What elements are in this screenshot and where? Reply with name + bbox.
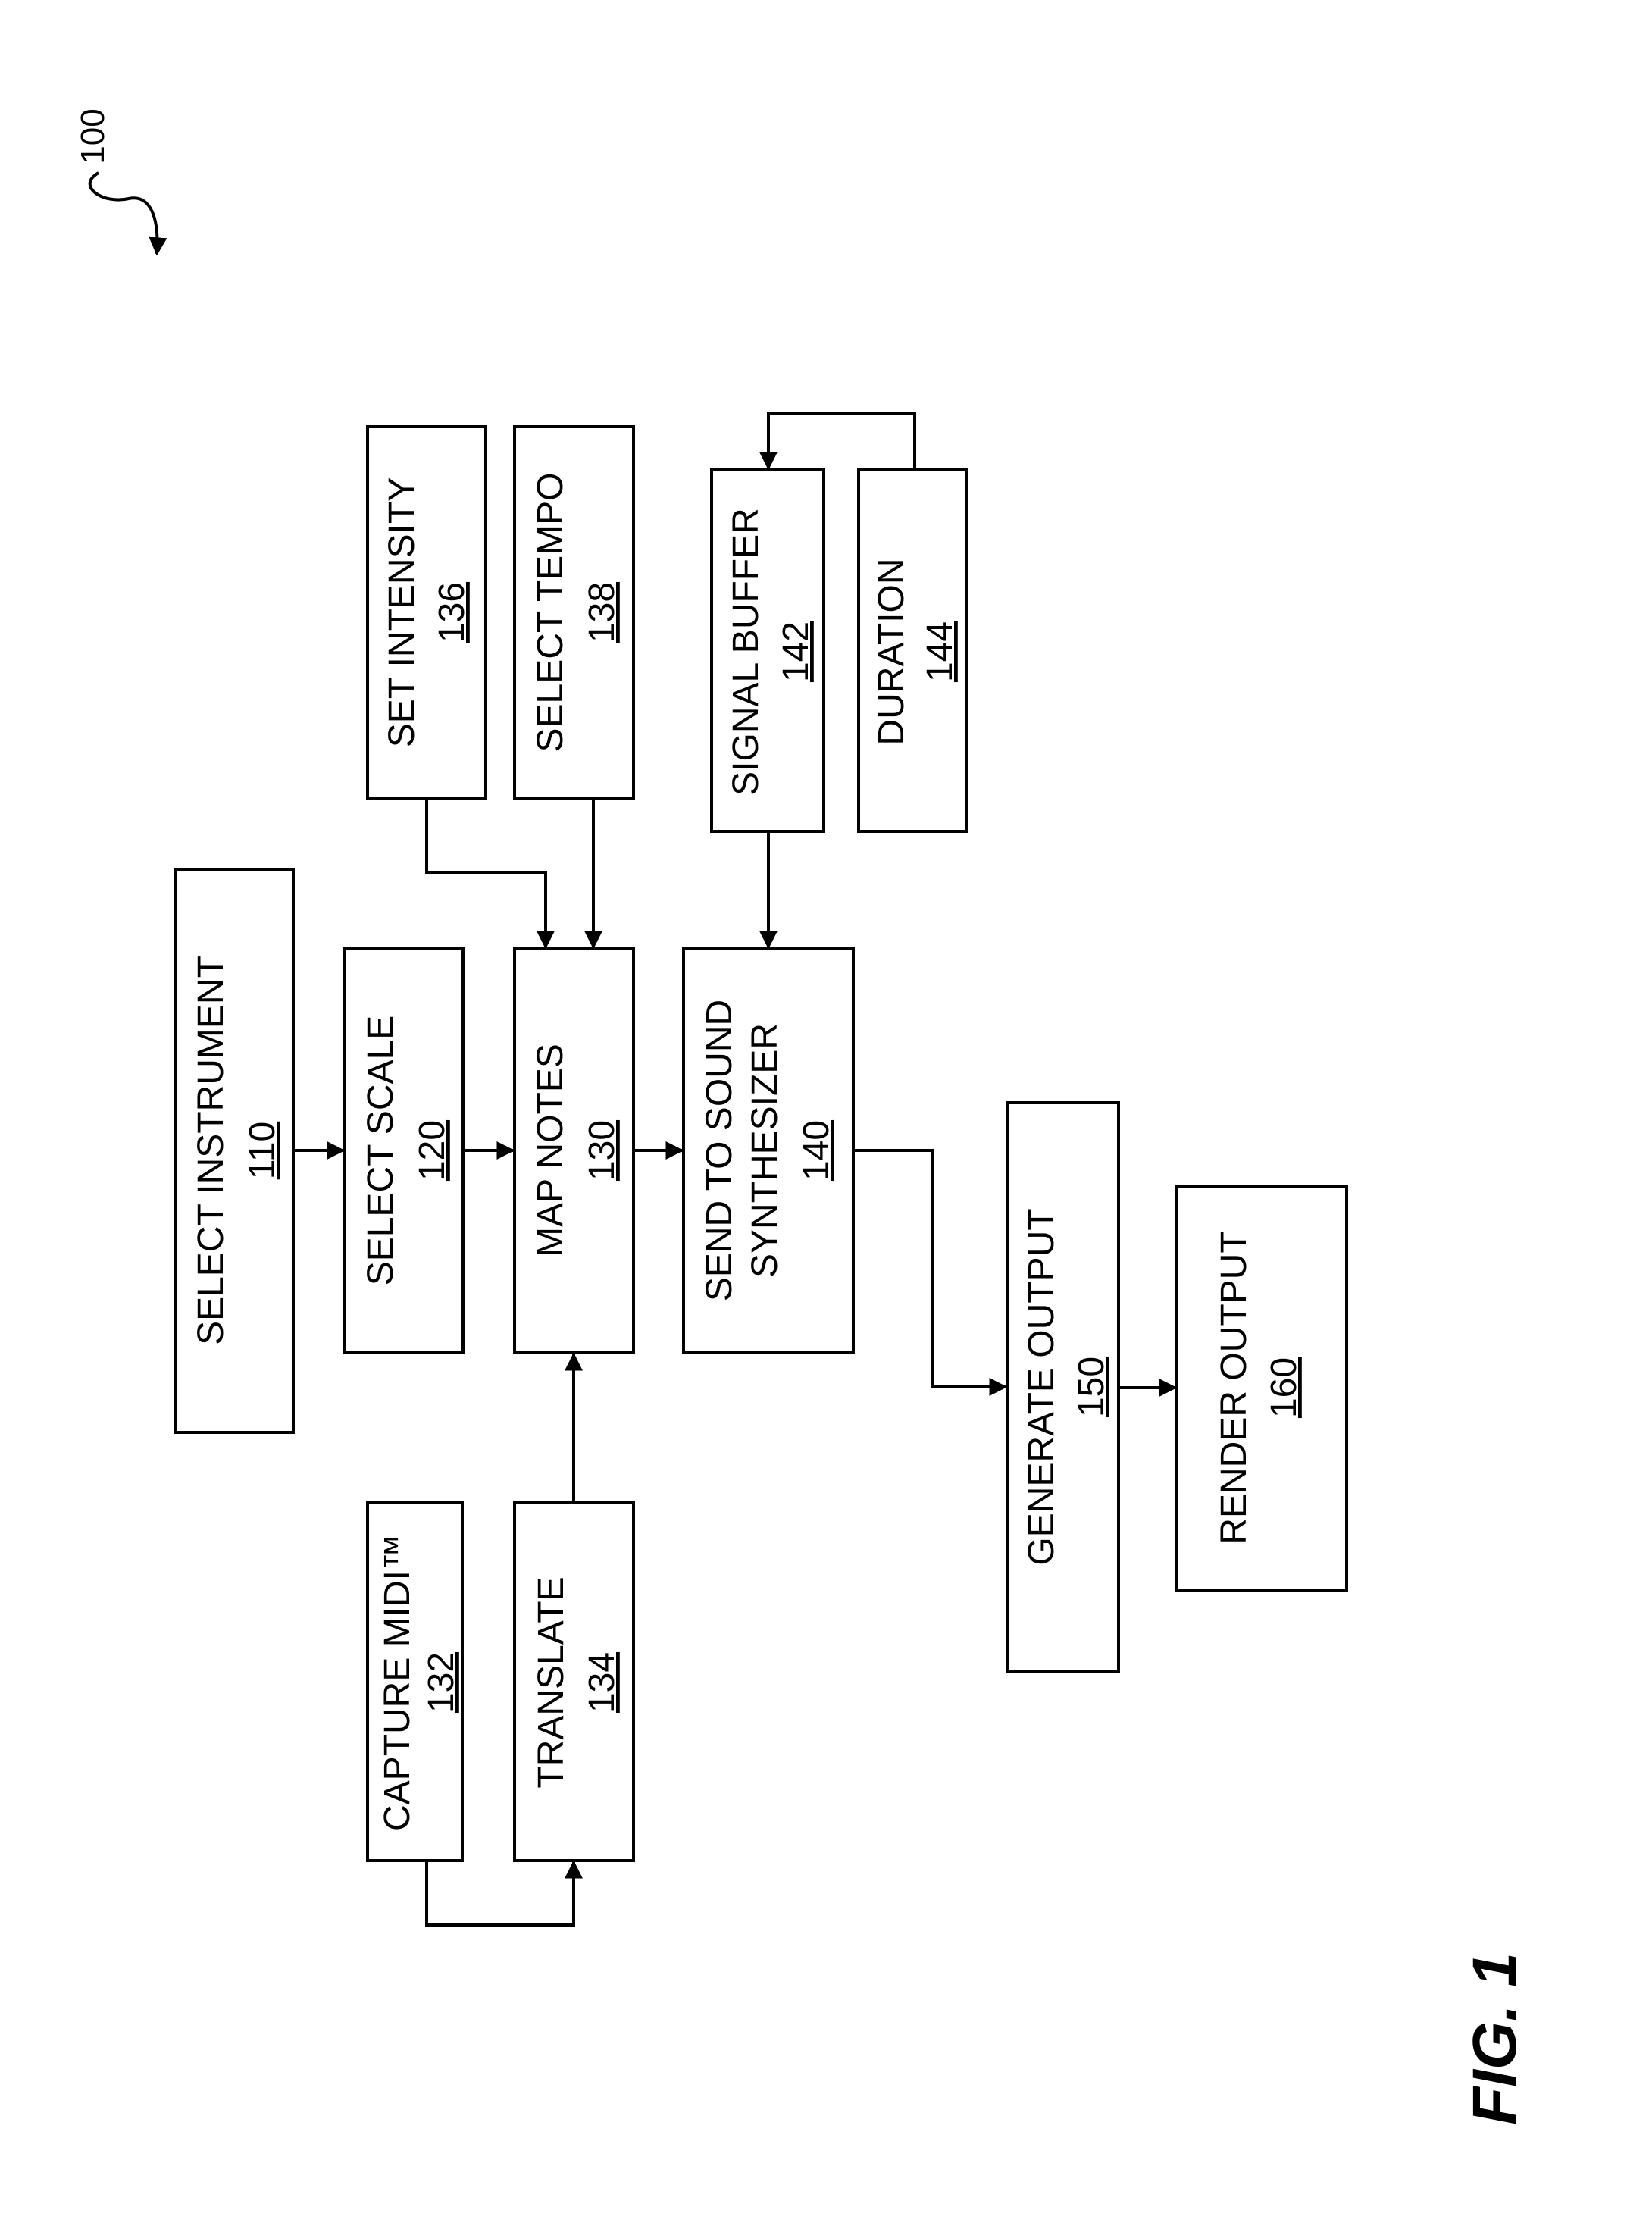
svg-text:160: 160: [1264, 1357, 1304, 1418]
box-select-scale: SELECT SCALE 120: [345, 949, 463, 1353]
svg-text:136: 136: [432, 582, 472, 643]
svg-text:140: 140: [796, 1120, 837, 1181]
svg-text:132: 132: [421, 1652, 461, 1713]
svg-text:TRANSLATE: TRANSLATE: [531, 1576, 571, 1788]
box-translate: TRANSLATE 134: [515, 1503, 634, 1861]
svg-text:GENERATE OUTPUT: GENERATE OUTPUT: [1022, 1208, 1062, 1565]
svg-text:142: 142: [776, 621, 816, 682]
box-signal-buffer: SIGNAL BUFFER 142: [712, 470, 824, 831]
reference-numeral-100: 100: [74, 108, 111, 164]
svg-text:SELECT SCALE: SELECT SCALE: [361, 1016, 401, 1286]
figure-title: FIG. 1: [1460, 1952, 1529, 2125]
box-capture-midi: CAPTURE MIDI™ 132: [368, 1503, 462, 1861]
svg-text:SEND TO SOUND: SEND TO SOUND: [699, 1000, 740, 1301]
svg-text:SELECT TEMPO: SELECT TEMPO: [530, 473, 571, 753]
svg-text:150: 150: [1072, 1357, 1112, 1417]
leader-arrow-100: [90, 173, 158, 254]
svg-text:MAP NOTES: MAP NOTES: [530, 1044, 571, 1257]
svg-text:CAPTURE MIDI™: CAPTURE MIDI™: [377, 1534, 418, 1831]
svg-text:SIGNAL BUFFER: SIGNAL BUFFER: [726, 508, 766, 796]
svg-text:SYNTHESIZER: SYNTHESIZER: [745, 1023, 785, 1278]
svg-text:130: 130: [582, 1120, 622, 1181]
box-select-tempo: SELECT TEMPO 138: [515, 427, 634, 799]
svg-text:138: 138: [582, 582, 622, 643]
arrow-duration-to-buffer: [768, 413, 915, 470]
arrow-intensity-to-map-notes: [427, 799, 546, 947]
svg-text:120: 120: [412, 1120, 452, 1181]
svg-text:110: 110: [242, 1122, 283, 1180]
box-generate-output: GENERATE OUTPUT 150: [1007, 1103, 1119, 1671]
box-select-instrument: SELECT INSTRUMENT 110: [176, 869, 293, 1432]
svg-text:144: 144: [920, 621, 960, 682]
arrow-synth-to-generate: [853, 1150, 1006, 1387]
box-render-output: RENDER OUTPUT 160: [1177, 1186, 1347, 1590]
svg-text:SET INTENSITY: SET INTENSITY: [382, 477, 422, 748]
box-map-notes: MAP NOTES 130: [515, 949, 634, 1353]
svg-text:DURATION: DURATION: [871, 558, 912, 745]
svg-text:134: 134: [582, 1652, 622, 1713]
svg-text:SELECT INSTRUMENT: SELECT INSTRUMENT: [191, 956, 231, 1345]
box-set-intensity: SET INTENSITY 136: [368, 427, 486, 799]
box-duration: DURATION 144: [859, 470, 967, 831]
box-send-to-sound-synthesizer: SEND TO SOUND SYNTHESIZER 140: [684, 949, 853, 1353]
arrow-capture-to-translate: [427, 1861, 574, 1925]
svg-text:RENDER OUTPUT: RENDER OUTPUT: [1214, 1231, 1254, 1544]
